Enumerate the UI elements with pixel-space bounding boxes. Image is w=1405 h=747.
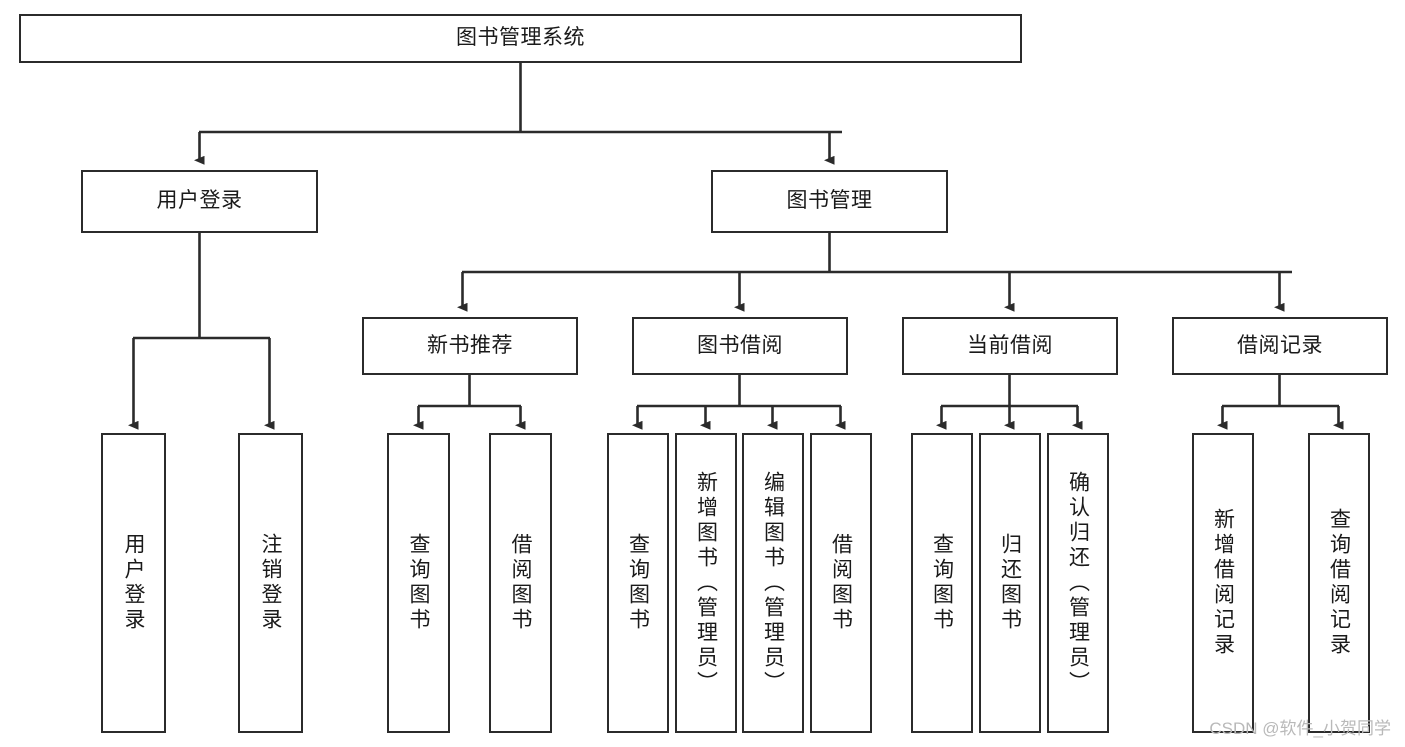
watermark-text: CSDN @软件_小贺同学 xyxy=(1209,719,1391,738)
node-leaf-query-book-2-label: 查询图书 xyxy=(626,533,650,633)
node-book-management[interactable]: 图书管理 xyxy=(711,170,948,233)
node-leaf-query-book-3[interactable]: 查询图书 xyxy=(911,433,973,733)
node-leaf-return-book[interactable]: 归还图书 xyxy=(979,433,1041,733)
node-leaf-user-login-label: 用户登录 xyxy=(122,533,145,633)
node-leaf-user-login[interactable]: 用户登录 xyxy=(101,433,166,733)
node-new-book-recommend-label: 新书推荐 xyxy=(427,333,513,357)
node-root-system-label: 图书管理系统 xyxy=(456,26,585,50)
node-current-borrow-label: 当前借阅 xyxy=(967,333,1053,357)
node-leaf-query-book-1[interactable]: 查询图书 xyxy=(387,433,450,733)
node-leaf-logout-login[interactable]: 注销登录 xyxy=(238,433,303,733)
node-leaf-add-borrow-record-label: 新增借阅记录 xyxy=(1211,508,1235,658)
node-borrow-record-label: 借阅记录 xyxy=(1237,333,1323,357)
node-leaf-query-book-2[interactable]: 查询图书 xyxy=(607,433,669,733)
node-leaf-add-book-admin-label: 新增图书（管理员） xyxy=(694,470,718,696)
node-leaf-borrow-book-1-label: 借阅图书 xyxy=(509,533,532,633)
node-leaf-confirm-return-admin[interactable]: 确认归还（管理员） xyxy=(1047,433,1109,733)
node-current-borrow[interactable]: 当前借阅 xyxy=(902,317,1118,375)
node-root-system[interactable]: 图书管理系统 xyxy=(19,14,1022,63)
node-leaf-return-book-label: 归还图书 xyxy=(998,533,1022,633)
node-leaf-borrow-book-1[interactable]: 借阅图书 xyxy=(489,433,552,733)
node-leaf-query-book-3-label: 查询图书 xyxy=(930,533,954,633)
node-book-management-label: 图书管理 xyxy=(786,189,873,213)
node-leaf-borrow-book-2[interactable]: 借阅图书 xyxy=(810,433,872,733)
node-leaf-edit-book-admin[interactable]: 编辑图书（管理员） xyxy=(742,433,804,733)
node-user-login[interactable]: 用户登录 xyxy=(81,170,318,233)
node-leaf-borrow-book-2-label: 借阅图书 xyxy=(829,533,853,633)
node-leaf-logout-login-label: 注销登录 xyxy=(259,533,282,633)
node-new-book-recommend[interactable]: 新书推荐 xyxy=(362,317,578,375)
node-leaf-add-book-admin[interactable]: 新增图书（管理员） xyxy=(675,433,737,733)
node-leaf-add-borrow-record[interactable]: 新增借阅记录 xyxy=(1192,433,1254,733)
node-leaf-confirm-return-admin-label: 确认归还（管理员） xyxy=(1066,470,1090,696)
node-leaf-query-borrow-record-label: 查询借阅记录 xyxy=(1327,508,1351,658)
node-user-login-label: 用户登录 xyxy=(156,189,243,213)
node-leaf-query-borrow-record[interactable]: 查询借阅记录 xyxy=(1308,433,1370,733)
node-borrow-record[interactable]: 借阅记录 xyxy=(1172,317,1388,375)
node-book-borrow-label: 图书借阅 xyxy=(697,333,783,357)
node-leaf-query-book-1-label: 查询图书 xyxy=(407,533,430,633)
node-leaf-edit-book-admin-label: 编辑图书（管理员） xyxy=(761,470,785,696)
node-book-borrow[interactable]: 图书借阅 xyxy=(632,317,848,375)
